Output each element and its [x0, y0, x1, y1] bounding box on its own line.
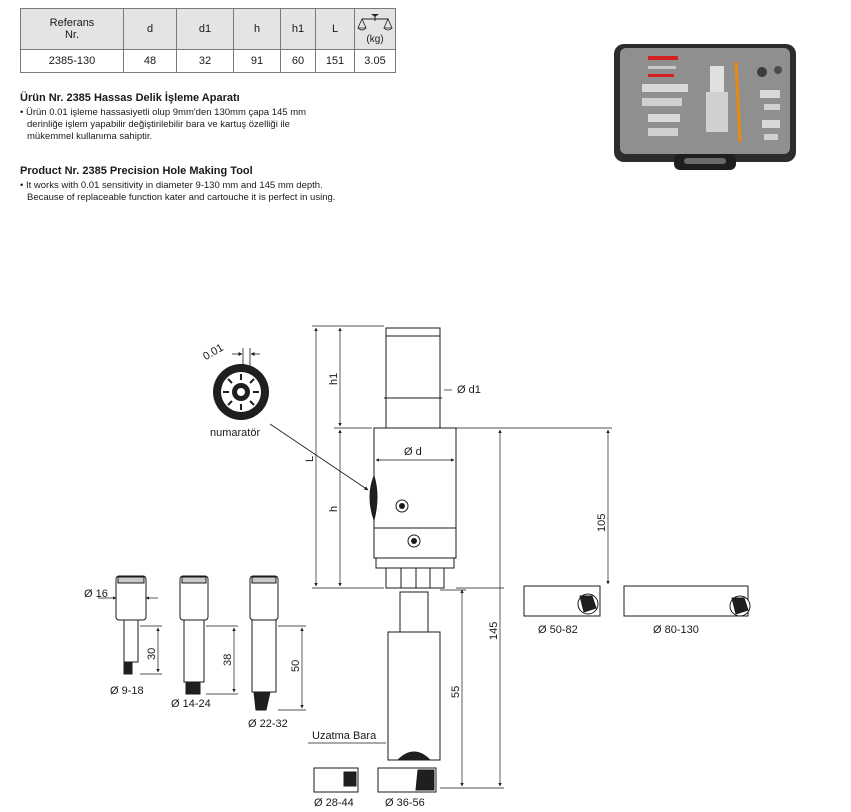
bar-80-130-label: Ø 80-130	[653, 624, 699, 636]
tool-parts	[642, 56, 782, 143]
description: Ürün Nr. 2385 Hassas Delik İşleme Aparat…	[20, 92, 440, 204]
bar-36-56-label: Ø 36-56	[385, 797, 425, 809]
dim-55: 55	[450, 686, 462, 698]
dim-30: 30	[146, 648, 158, 660]
dim-105: 105	[596, 514, 608, 532]
bar-14-24-label: Ø 14-24	[171, 698, 211, 710]
table-row: 2385-130 48 32 91 60 151 3.05	[20, 49, 396, 73]
title-en: Product Nr. 2385 Precision Hole Making T…	[20, 165, 253, 177]
text-en-line2: Because of replaceable function kater an…	[27, 192, 336, 203]
header-d: d	[123, 8, 177, 50]
text-tr-line2: derinliğe işlem yapabilir değiştirilebil…	[27, 119, 290, 130]
extension-bar	[387, 591, 441, 761]
main-tool-body	[369, 327, 457, 589]
text-tr-line3: mükemmel kullanıma sahiptir.	[27, 131, 153, 142]
scale-icon	[357, 14, 393, 31]
dim-145: 145	[488, 622, 500, 640]
dim-50: 50	[290, 660, 302, 672]
header-L: L	[315, 8, 355, 50]
cell-L: 151	[315, 49, 355, 73]
product-case-photo	[614, 44, 796, 170]
bar-50-82-label: Ø 50-82	[538, 624, 578, 636]
bar-22-32-label: Ø 22-32	[248, 718, 288, 730]
dim-h1: h1	[328, 373, 340, 385]
text-tr-line1: • Ürün 0.01 işleme hassasiyetli olup 9mm…	[20, 107, 307, 118]
uzatma-label: Uzatma Bara	[312, 730, 377, 742]
text-en-line1: • It works with 0.01 sensitivity in diam…	[20, 180, 323, 191]
dim-L: L	[304, 456, 316, 462]
cell-ref: 2385-130	[20, 49, 124, 73]
bar-9-18-label: Ø 9-18	[110, 685, 144, 697]
header-referans-line2: Nr.	[64, 29, 80, 41]
cell-weight: 3.05	[354, 49, 396, 73]
bar-28-44-label: Ø 28-44	[314, 797, 354, 809]
title-tr: Ürün Nr. 2385 Hassas Delik İşleme Aparat…	[20, 92, 240, 104]
cell-h: 91	[233, 49, 281, 73]
dim-h: h	[328, 506, 340, 512]
header-referans: Referans Nr.	[20, 8, 124, 50]
numarator-label: numaratör	[210, 427, 260, 439]
header-weight: (kg)	[354, 8, 396, 50]
dial-label: 0.01	[201, 342, 226, 363]
weight-unit: (kg)	[366, 34, 384, 45]
dim-d1: Ø d1	[457, 384, 481, 396]
dim-38: 38	[222, 654, 234, 666]
spec-table: Referans Nr. d d1 h h1 L (kg) 2385-130 4…	[20, 8, 396, 73]
small-boring-bars	[115, 575, 751, 793]
dial-detail: 0.01	[201, 342, 269, 420]
cell-d1: 32	[176, 49, 234, 73]
header-referans-line1: Referans	[49, 17, 95, 29]
bar-16-label: Ø 16	[84, 588, 108, 600]
cell-h1: 60	[280, 49, 316, 73]
cell-d: 48	[123, 49, 177, 73]
spec-header-row: Referans Nr. d d1 h h1 L (kg)	[20, 8, 396, 50]
header-h: h	[233, 8, 281, 50]
dim-d: Ø d	[404, 446, 422, 458]
